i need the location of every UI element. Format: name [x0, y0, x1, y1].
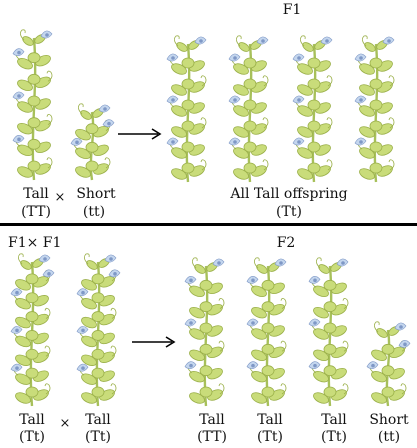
f2-offspring-2-label: Tall — [257, 412, 283, 428]
cross-arrow-bottom — [132, 336, 176, 348]
f2-offspring-4-label: Short — [369, 412, 409, 428]
f2-heading: F2 — [276, 235, 296, 251]
f1-offspring-genotype: (Tt) — [276, 204, 302, 220]
f1-offspring-plant-1 — [166, 35, 207, 183]
parent-tall-label: Tall — [23, 186, 49, 202]
f2-offspring-2-genotype: (Tt) — [257, 429, 283, 445]
f1-parent-left-label: Tall — [19, 412, 45, 428]
f1-offspring-plant-4 — [354, 35, 395, 183]
f2-offspring-4-genotype: (tt) — [377, 429, 401, 445]
f2-offspring-plant-2 — [246, 257, 287, 407]
parent-short-label: Short — [76, 186, 116, 202]
f1-parent-plant-left — [10, 253, 55, 407]
f2-offspring-1-genotype: (TT) — [197, 429, 227, 445]
f1-heading: F1 — [282, 2, 302, 18]
f2-offspring-plant-1 — [184, 257, 225, 407]
f2-offspring-3-genotype: (Tt) — [321, 429, 347, 445]
f1-parent-right-genotype: (Tt) — [85, 429, 111, 445]
parent-short-genotype: (tt) — [82, 204, 106, 220]
f1-parent-left-genotype: (Tt) — [19, 429, 45, 445]
parent-tall-genotype: (TT) — [21, 204, 51, 220]
section-divider — [0, 223, 417, 226]
f1-cross-heading: F1× F1 — [8, 235, 62, 251]
f1-cross-symbol: × — [59, 416, 71, 431]
f1-offspring-label: All Tall offspring — [230, 186, 348, 202]
f1-parent-right-label: Tall — [85, 412, 111, 428]
f1-offspring-plant-2 — [228, 35, 269, 183]
f2-offspring-plant-4-short — [366, 321, 411, 407]
f1-parent-plant-right — [76, 253, 121, 407]
f2-offspring-3-label: Tall — [321, 412, 347, 428]
tall-parent-plant — [12, 29, 53, 181]
f1-offspring-plant-3 — [292, 35, 333, 183]
cross-arrow-top — [118, 128, 162, 140]
f2-offspring-1-label: Tall — [199, 412, 225, 428]
f2-offspring-plant-3 — [308, 257, 349, 407]
cross-symbol: × — [54, 190, 66, 205]
short-parent-plant — [70, 103, 115, 181]
